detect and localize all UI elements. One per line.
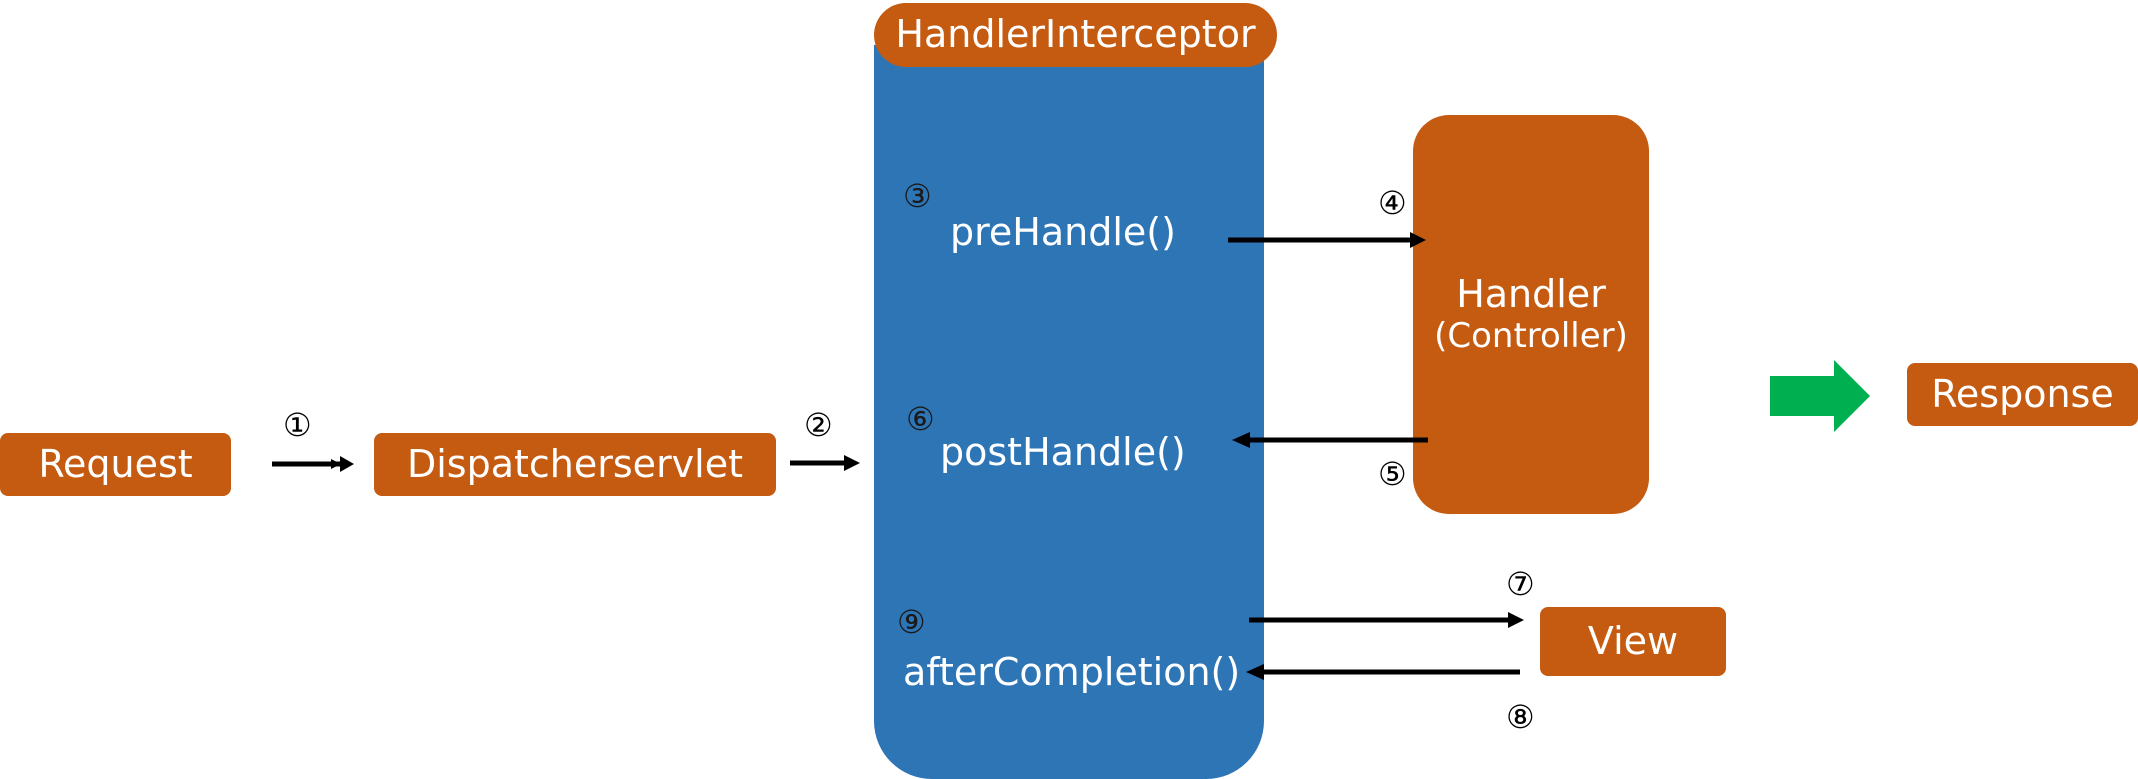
step-2-marker: ② bbox=[804, 406, 833, 444]
arrowhead-2 bbox=[844, 455, 860, 471]
arrowhead-5 bbox=[1232, 432, 1250, 448]
step-3-marker: ③ bbox=[903, 177, 932, 215]
controller-label: (Controller) bbox=[1434, 315, 1628, 356]
step-1-marker: ① bbox=[283, 406, 312, 444]
post-handle-label: postHandle() bbox=[940, 430, 1186, 474]
request-box: Request bbox=[0, 433, 231, 496]
step-4-marker: ④ bbox=[1378, 184, 1407, 222]
handler-box: Handler (Controller) bbox=[1413, 115, 1649, 514]
step-8-marker: ⑧ bbox=[1506, 698, 1535, 736]
arrowhead-4 bbox=[1410, 232, 1426, 248]
after-completion-label: afterCompletion() bbox=[903, 650, 1241, 694]
step-6-marker: ⑥ bbox=[906, 400, 935, 438]
step-9-marker: ⑨ bbox=[897, 603, 926, 641]
arrowhead-7 bbox=[1508, 612, 1524, 628]
step-5-marker: ⑤ bbox=[1378, 455, 1407, 493]
step-7-marker: ⑦ bbox=[1506, 565, 1535, 603]
pre-handle-label: preHandle() bbox=[950, 210, 1176, 254]
handler-label: Handler bbox=[1456, 272, 1606, 317]
dispatcher-servlet-box: Dispatcherservlet bbox=[374, 433, 776, 496]
arrowhead-8 bbox=[1246, 664, 1264, 680]
green-arrow-to-response bbox=[1770, 360, 1870, 432]
view-box: View bbox=[1540, 607, 1726, 676]
handler-interceptor-title: HandlerInterceptor bbox=[874, 3, 1277, 67]
response-box: Response bbox=[1907, 363, 2138, 426]
handler-interceptor-panel bbox=[874, 45, 1264, 779]
arrowhead-1 bbox=[340, 456, 354, 472]
